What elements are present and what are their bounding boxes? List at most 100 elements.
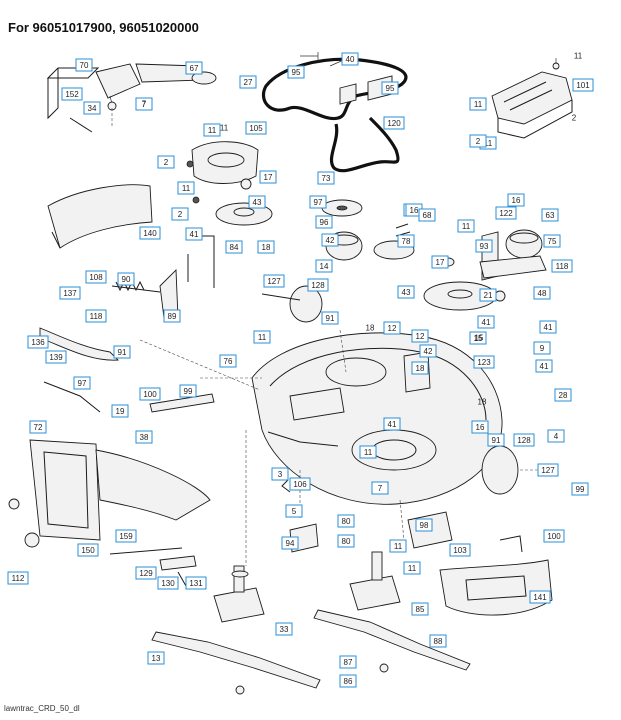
part-number: 11 <box>484 139 493 148</box>
part-callout-137: 137 <box>59 286 81 300</box>
svg-text:2: 2 <box>572 114 577 123</box>
part-number: 91 <box>326 314 335 323</box>
part-number: 7 <box>378 484 383 493</box>
page-title: For 96051017900, 96051020000 <box>8 20 199 35</box>
part-number: 141 <box>533 593 547 602</box>
part-number: 93 <box>480 242 489 251</box>
part-label-11: 11 <box>574 52 583 61</box>
part-callout-11: 11 <box>403 561 421 575</box>
part-callout-33: 33 <box>275 622 293 636</box>
part-number: 130 <box>161 579 175 588</box>
part-callout-76: 76 <box>219 354 237 368</box>
part-callout-89: 89 <box>163 309 181 323</box>
part-callout-127: 127 <box>263 274 285 288</box>
part-callout-14: 14 <box>315 259 333 273</box>
part-number: 108 <box>89 273 103 282</box>
part-number: 131 <box>189 579 203 588</box>
drive-belt-drawing <box>261 52 408 173</box>
part-callout-139: 139 <box>45 350 67 364</box>
part-number: 101 <box>576 81 590 90</box>
part-number: 139 <box>49 353 63 362</box>
part-number: 41 <box>544 323 553 332</box>
part-number: 122 <box>499 209 513 218</box>
part-callout-2: 2 <box>157 155 175 169</box>
part-callout-152: 152 <box>61 87 83 101</box>
part-callout-97: 97 <box>309 195 327 209</box>
part-number: 85 <box>416 605 425 614</box>
part-number: 7 <box>142 100 147 109</box>
part-number: 97 <box>78 379 87 388</box>
svg-text:11: 11 <box>574 52 583 61</box>
part-number: 84 <box>230 243 239 252</box>
part-callout-18: 18 <box>257 240 275 254</box>
mower-deck-drawing <box>251 332 519 505</box>
svg-text:18: 18 <box>366 324 375 333</box>
part-number: 150 <box>81 546 95 555</box>
part-callout-112: 112 <box>7 571 29 585</box>
part-label-11: 11 <box>220 124 229 133</box>
part-callout-11: 11 <box>177 181 195 195</box>
part-number: 94 <box>286 539 295 548</box>
part-callout-108: 108 <box>85 270 107 284</box>
part-callout-95: 95 <box>381 81 399 95</box>
part-callout-95: 95 <box>287 65 305 79</box>
part-number: 103 <box>453 546 467 555</box>
part-number: 9 <box>540 344 545 353</box>
part-number: 86 <box>344 677 353 686</box>
part-number: 11 <box>208 126 217 135</box>
part-number: 70 <box>80 61 89 70</box>
part-callout-100: 100 <box>139 387 161 401</box>
part-callout-18: 18 <box>411 361 429 375</box>
part-callout-96: 96 <box>315 215 333 229</box>
part-callout-41: 41 <box>185 227 203 241</box>
part-number: 97 <box>314 198 323 207</box>
part-number: 67 <box>190 64 199 73</box>
part-callout-128: 128 <box>513 433 535 447</box>
part-number: 152 <box>65 90 79 99</box>
part-callout-4: 4 <box>547 429 565 443</box>
part-callout-15: 15 <box>469 331 487 345</box>
part-callout-19: 19 <box>111 404 129 418</box>
part-callout-38: 38 <box>135 430 153 444</box>
part-number: 99 <box>576 485 585 494</box>
part-callout-11: 11 <box>389 539 407 553</box>
part-callout-43: 43 <box>397 285 415 299</box>
part-number: 41 <box>190 230 199 239</box>
part-number: 106 <box>293 480 307 489</box>
part-number: 127 <box>267 277 281 286</box>
part-callout-75: 75 <box>543 234 561 248</box>
part-callout-17: 17 <box>259 170 277 184</box>
part-callout-80: 80 <box>337 534 355 548</box>
part-callout-129: 129 <box>135 566 157 580</box>
part-callout-17: 17 <box>431 255 449 269</box>
part-callout-41: 41 <box>383 417 401 431</box>
part-number: 42 <box>424 347 433 356</box>
part-number: 118 <box>556 262 569 271</box>
drawing-id-footer: lawntrac_CRD_50_dl <box>4 704 80 713</box>
part-number: 4 <box>554 432 559 441</box>
part-number: 33 <box>280 625 289 634</box>
part-callout-13: 13 <box>147 651 165 665</box>
part-label-7: 7 <box>142 100 147 109</box>
part-callout-90: 90 <box>117 272 135 286</box>
svg-text:11: 11 <box>220 124 229 133</box>
part-callout-123: 123 <box>473 355 495 369</box>
part-callout-11: 11 <box>203 123 221 137</box>
part-callout-68: 68 <box>418 208 436 222</box>
part-number: 80 <box>342 517 351 526</box>
idler-cover-drawing <box>186 141 259 204</box>
part-callout-86: 86 <box>339 674 357 688</box>
part-number: 98 <box>420 521 429 530</box>
part-callout-98: 98 <box>415 518 433 532</box>
part-callout-97: 97 <box>73 376 91 390</box>
part-number: 120 <box>387 119 401 128</box>
part-number: 11 <box>364 448 373 457</box>
part-callout-101: 101 <box>572 78 594 92</box>
part-callout-91: 91 <box>321 311 339 325</box>
part-callout-94: 94 <box>281 536 299 550</box>
part-callout-11: 11 <box>469 97 487 111</box>
part-label-2: 2 <box>572 114 577 123</box>
part-callout-99: 99 <box>179 384 197 398</box>
part-number: 16 <box>512 196 521 205</box>
